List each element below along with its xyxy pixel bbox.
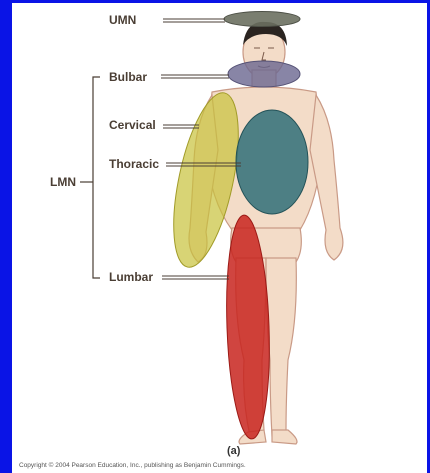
copyright-notice: Copyright © 2004 Pearson Education, Inc.… bbox=[19, 462, 246, 469]
bulbar-region bbox=[228, 61, 300, 87]
lumbar-label: Lumbar bbox=[109, 270, 153, 284]
bulbar-label: Bulbar bbox=[109, 70, 147, 84]
lmn-bracket bbox=[80, 77, 100, 278]
cervical-label: Cervical bbox=[109, 118, 156, 132]
umn-region bbox=[224, 12, 300, 27]
thoracic-region bbox=[236, 110, 308, 214]
lmn-label: LMN bbox=[50, 175, 76, 189]
figure-label: (a) bbox=[227, 445, 240, 457]
thoracic-label: Thoracic bbox=[109, 157, 159, 171]
umn-label: UMN bbox=[109, 13, 136, 27]
